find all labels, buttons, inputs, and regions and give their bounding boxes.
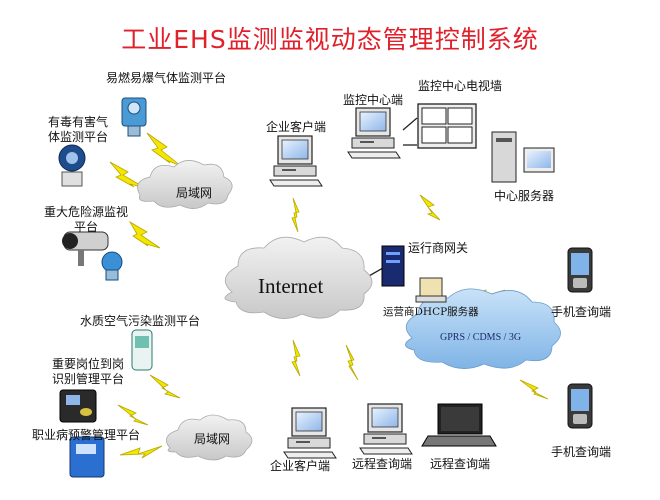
bolt-icon bbox=[146, 132, 182, 167]
camera-icon bbox=[62, 231, 109, 266]
label-tv-wall: 监控中心电视墙 bbox=[418, 79, 503, 93]
bolt-icon bbox=[128, 220, 161, 249]
label-internet: Internet bbox=[258, 274, 324, 298]
label-hazard-platform-line2: 平台 bbox=[74, 220, 99, 234]
label-center-server: 中心服务器 bbox=[494, 189, 555, 203]
page-title: 工业EHS监测监视动态管理控制系统 bbox=[121, 25, 539, 54]
label-lan-top: 局域网 bbox=[176, 186, 213, 200]
transmitter-icon bbox=[101, 251, 123, 281]
bolt-icon bbox=[419, 194, 441, 221]
lan-cloud-top bbox=[137, 160, 233, 209]
bolt-icon bbox=[291, 197, 300, 233]
label-gprs: GPRS / CDMS / 3G bbox=[440, 332, 522, 343]
water-analyzer-icon bbox=[131, 329, 153, 371]
bolt-icon bbox=[109, 161, 146, 189]
label-remote-query-2: 远程查询端 bbox=[430, 457, 491, 471]
label-post-platform-line2: 识别管理平台 bbox=[52, 372, 125, 386]
mobile-phone-bottom-icon bbox=[567, 383, 593, 429]
label-mobile-query-top: 手机查询端 bbox=[551, 305, 612, 319]
label-post-platform-line1: 重要岗位到岗 bbox=[52, 357, 125, 371]
label-remote-query-1: 远程查询端 bbox=[352, 457, 413, 471]
wireless-links bbox=[109, 132, 549, 459]
toxic-detector-icon bbox=[58, 144, 86, 187]
server-icon bbox=[491, 131, 555, 183]
label-gateway: 运行商网关 bbox=[408, 241, 469, 255]
label-flammable-platform: 易燃易爆气体监测平台 bbox=[106, 71, 227, 85]
label-enterprise-client-bottom: 企业客户端 bbox=[270, 459, 331, 473]
gas-detector-icon bbox=[121, 97, 147, 137]
occupational-monitor-icon bbox=[69, 436, 105, 478]
internet-cloud bbox=[224, 236, 373, 319]
label-water-air-platform: 水质空气污染监测平台 bbox=[80, 314, 201, 328]
enterprise-client-top-icon bbox=[269, 135, 323, 187]
lan-cloud-bottom bbox=[166, 414, 253, 461]
label-occupational-platform: 职业病预警管理平台 bbox=[32, 428, 141, 442]
label-monitor-center: 监控中心端 bbox=[343, 93, 404, 107]
bolt-icon bbox=[291, 339, 301, 377]
bolt-icon bbox=[519, 379, 549, 400]
bolt-icon bbox=[345, 344, 359, 381]
laptop-icon bbox=[421, 403, 497, 447]
gateway-icon bbox=[381, 245, 405, 287]
label-hazard-platform-line1: 重大危险源监视 bbox=[44, 205, 129, 219]
label-lan-bottom: 局域网 bbox=[194, 432, 231, 446]
label-toxic-platform-line1: 有毒有害气 bbox=[48, 115, 109, 129]
remote-query-pc-icon bbox=[359, 403, 413, 455]
bolt-icon bbox=[117, 404, 149, 426]
label-enterprise-client-top: 企业客户端 bbox=[266, 120, 327, 134]
monitor-center-pc-icon bbox=[347, 107, 401, 159]
enterprise-client-bottom-icon bbox=[283, 407, 337, 459]
label-dhcp-server: 运营商DHCP服务器 bbox=[383, 306, 479, 318]
label-mobile-query-bottom: 手机查询端 bbox=[551, 445, 612, 459]
bolt-icon bbox=[149, 374, 181, 399]
label-toxic-platform-line2: 体监测平台 bbox=[48, 130, 109, 144]
mobile-phone-top-icon bbox=[567, 247, 593, 293]
bolt-icon bbox=[119, 445, 163, 459]
attendance-reader-icon bbox=[59, 389, 97, 423]
tv-wall-icon bbox=[417, 103, 477, 149]
dhcp-server-icon bbox=[415, 277, 447, 303]
